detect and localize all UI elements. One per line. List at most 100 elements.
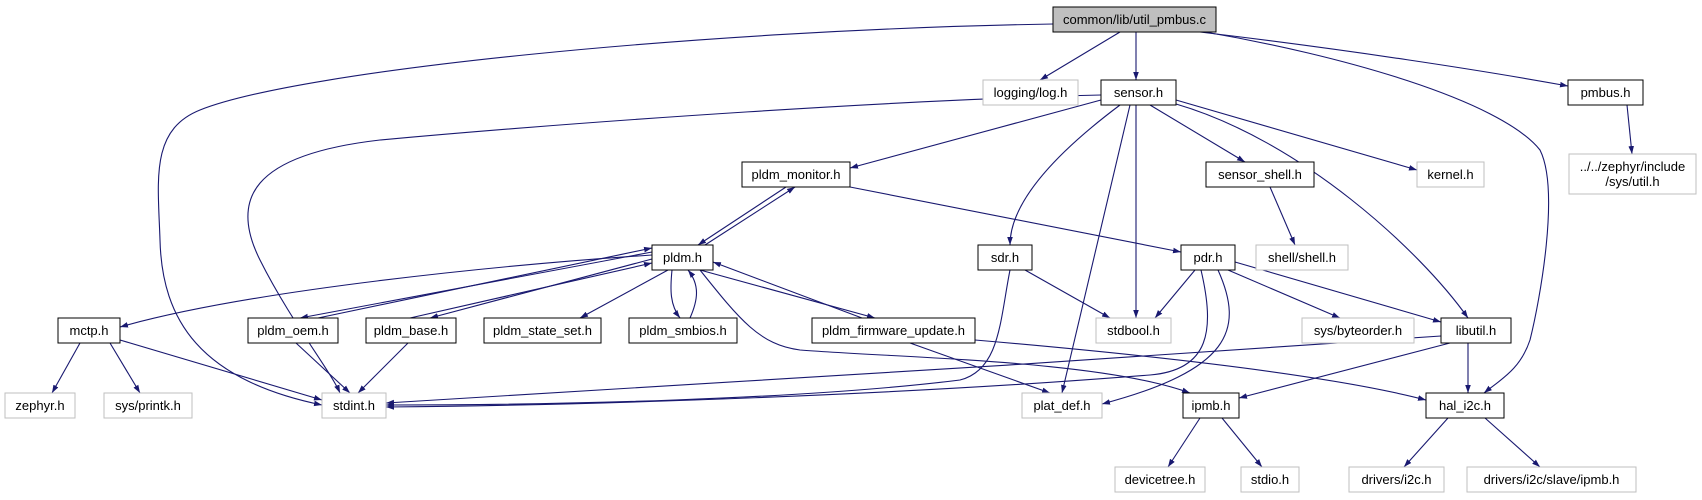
node-pldm[interactable]: pldm.h: [651, 244, 714, 271]
node-label: pldm_state_set.h: [493, 323, 592, 338]
node-box: [1440, 317, 1512, 344]
edge-ipmb-to-stdio: [1221, 417, 1263, 468]
node-label: stdbool.h: [1107, 323, 1160, 338]
node-plat_def: plat_def.h: [1021, 392, 1103, 419]
edge-sensor-to-stdint: [247, 94, 1102, 394]
node-kernel: kernel.h: [1416, 161, 1485, 188]
edge-ipmb-to-devicetree: [1167, 417, 1201, 468]
edge-sdr-to-stdint: [385, 269, 1011, 408]
node-box: [1095, 317, 1172, 344]
node-box: [982, 79, 1079, 106]
node-box: [1114, 466, 1206, 493]
node-drivers_i2c: drivers/i2c.h: [1348, 466, 1445, 493]
edge-mctp-to-stdint: [119, 339, 323, 401]
node-label: drivers/i2c/slave/ipmb.h: [1484, 472, 1620, 487]
node-sensor_shell[interactable]: sensor_shell.h: [1205, 161, 1315, 188]
node-label: hal_i2c.h: [1439, 398, 1491, 413]
node-label: pldm_smbios.h: [639, 323, 726, 338]
node-pldm_fw[interactable]: pldm_firmware_update.h: [811, 317, 976, 344]
node-box: [1240, 466, 1300, 493]
edge-pldm_base-to-stdint: [357, 342, 409, 394]
node-sdr[interactable]: sdr.h: [977, 244, 1033, 271]
node-box: [628, 317, 738, 344]
node-pldm_smbios[interactable]: pldm_smbios.h: [628, 317, 738, 344]
node-mctp[interactable]: mctp.h: [57, 317, 121, 344]
node-label: shell/shell.h: [1268, 250, 1336, 265]
edge-sensor-to-plat_def: [1061, 104, 1131, 394]
node-zephyr_util: ../../zephyr/include/sys/util.h: [1568, 153, 1697, 195]
node-byteorder: sys/byteorder.h: [1301, 317, 1415, 344]
node-box: [4, 392, 76, 419]
edge-root-to-hal_i2c: [1204, 31, 1550, 394]
edge-pldm_fw-to-hal_i2c: [974, 339, 1427, 401]
node-sensor[interactable]: sensor.h: [1100, 79, 1177, 106]
edge-pldm_fw-to-pldm: [712, 261, 863, 319]
node-label: plat_def.h: [1033, 398, 1090, 413]
node-box: [483, 317, 602, 344]
node-pldm_base[interactable]: pldm_base.h: [365, 317, 457, 344]
node-label: drivers/i2c.h: [1361, 472, 1431, 487]
edge-mctp-to-printk: [109, 342, 141, 394]
edge-sdr-to-stdbool: [1024, 269, 1111, 319]
node-box: [1052, 6, 1217, 33]
node-box: [1416, 161, 1485, 188]
node-label: ../../zephyr/include: [1580, 159, 1686, 174]
node-devicetree: devicetree.h: [1114, 466, 1206, 493]
edge-pldm_monitor-to-pdr: [849, 186, 1182, 254]
node-label: devicetree.h: [1125, 472, 1196, 487]
node-label: pldm_monitor.h: [752, 167, 841, 182]
node-ipmb[interactable]: ipmb.h: [1182, 392, 1240, 419]
node-label: pmbus.h: [1581, 85, 1631, 100]
edge-pldm-to-pldm_fw: [699, 269, 876, 319]
node-box: [103, 392, 193, 419]
edge-root-to-pmbus: [1199, 31, 1569, 88]
edge-mctp-to-zephyr_h: [51, 342, 81, 394]
edges: [51, 23, 1634, 468]
node-pldm_oem[interactable]: pldm_oem.h: [247, 317, 339, 344]
node-box: [247, 317, 339, 344]
edge-libutil-to-ipmb: [1238, 342, 1451, 399]
node-pmbus[interactable]: pmbus.h: [1567, 79, 1644, 106]
edge-sensor_shell-to-shell: [1269, 186, 1296, 246]
node-label: sdr.h: [991, 250, 1019, 265]
node-hal_i2c[interactable]: hal_i2c.h: [1425, 392, 1505, 419]
node-drivers_ipmb: drivers/i2c/slave/ipmb.h: [1466, 466, 1637, 493]
edge-root-to-stdint: [157, 23, 1054, 407]
node-box: [1021, 392, 1103, 419]
node-box: [1100, 79, 1177, 106]
edge-pldm-to-mctp: [119, 254, 653, 328]
node-box: [1425, 392, 1505, 419]
node-libutil[interactable]: libutil.h: [1440, 317, 1512, 344]
node-label: logging/log.h: [994, 85, 1068, 100]
edge-pldm-to-pldm_smbios: [670, 269, 681, 319]
edge-sensor-to-sensor_shell: [1149, 104, 1246, 163]
node-box: [1255, 244, 1349, 271]
edge-pdr-to-byteorder: [1227, 269, 1341, 319]
node-label: /sys/util.h: [1605, 174, 1659, 189]
edge-pldm-to-pldm_state_set: [579, 269, 669, 319]
node-printk: sys/printk.h: [103, 392, 193, 419]
edge-pldm_monitor-to-pldm: [697, 186, 787, 246]
node-pldm_monitor[interactable]: pldm_monitor.h: [741, 161, 851, 188]
edge-sensor-to-pldm_monitor: [849, 99, 1102, 169]
edge-pdr-to-stdint: [385, 269, 1209, 410]
node-label: sensor_shell.h: [1218, 167, 1302, 182]
node-pldm_state_set[interactable]: pldm_state_set.h: [483, 317, 602, 344]
edge-hal_i2c-to-drivers_ipmb: [1484, 417, 1541, 468]
node-root[interactable]: common/lib/util_pmbus.c: [1052, 6, 1217, 33]
node-box: [365, 317, 457, 344]
node-box: [1182, 392, 1240, 419]
edge-sensor-to-libutil: [1175, 103, 1469, 319]
node-box: [1568, 153, 1697, 195]
node-label: common/lib/util_pmbus.c: [1063, 12, 1207, 27]
edge-pldm_fw-to-plat_def: [909, 342, 1051, 394]
edge-pldm_smbios-to-pldm: [687, 269, 698, 319]
edge-pdr-to-libutil: [1234, 261, 1442, 323]
node-pdr[interactable]: pdr.h: [1180, 244, 1236, 271]
edge-pldm_oem-to-pldm: [317, 246, 653, 319]
edge-pmbus-to-zephyr_util: [1626, 104, 1634, 155]
node-label: sys/printk.h: [115, 398, 181, 413]
node-box: [1348, 466, 1445, 493]
edge-pldm-to-pldm_monitor: [704, 186, 796, 246]
node-box: [811, 317, 976, 344]
